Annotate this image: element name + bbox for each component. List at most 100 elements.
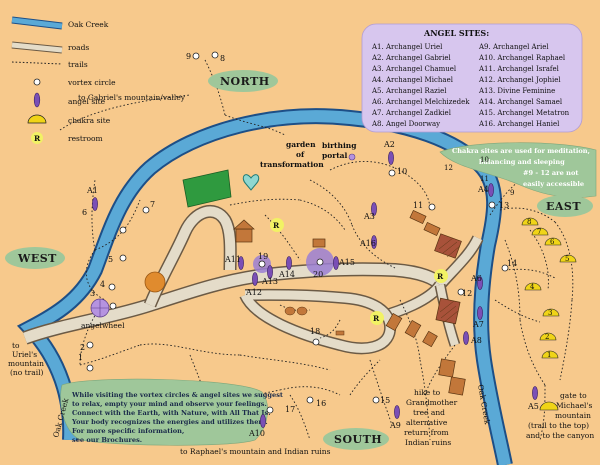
angel-sites-title: ANGEL SITES:	[423, 28, 489, 38]
vortex-1[interactable]	[86, 364, 94, 372]
trails	[59, 59, 581, 441]
angel-site-a16: A16. Archangel Haniel	[478, 120, 560, 128]
vortex-14-label: 14	[507, 259, 517, 268]
chakra-marker-8[interactable]	[521, 217, 539, 226]
angel-site-a2: A2. Archangel Gabriel	[371, 54, 452, 62]
vortex-8-label: 8	[220, 54, 225, 63]
garden-label-line-1: garden	[286, 140, 316, 149]
birthing-portal-icon	[348, 153, 356, 161]
vortex-17[interactable]	[266, 406, 274, 414]
angel-marker-a10[interactable]	[260, 414, 266, 428]
angel-marker-a13[interactable]	[267, 265, 273, 279]
vortex-15[interactable]	[372, 396, 380, 404]
chakra-marker-4[interactable]	[524, 282, 542, 291]
angel-marker-a6[interactable]	[477, 276, 483, 290]
angel-marker-a5[interactable]	[532, 386, 538, 400]
info-note-line-1: While visiting the vortex circles & ange…	[71, 391, 284, 399]
vortex-14[interactable]	[501, 264, 509, 272]
angel-marker-a3[interactable]	[371, 202, 377, 216]
chakra-label-4: 4	[530, 283, 535, 291]
restroom-1-icon	[270, 218, 284, 232]
vortex-10[interactable]	[388, 169, 396, 177]
angel-marker-a7[interactable]	[477, 306, 483, 320]
vortex-4[interactable]	[108, 283, 116, 291]
vortex-4-label: 4	[100, 280, 105, 289]
vortex-2-label: 2	[80, 343, 85, 352]
vortex-5[interactable]	[119, 254, 127, 262]
vortex-16[interactable]	[306, 396, 314, 404]
garden-label-line-2: of	[296, 150, 305, 159]
south-oval	[323, 428, 389, 450]
chakra-marker-3[interactable]	[542, 308, 560, 317]
angel-marker-a14[interactable]	[286, 256, 292, 270]
angel-label-a2: A2	[383, 140, 395, 149]
angel-marker-a11[interactable]	[238, 256, 244, 270]
angel-label-a12: A12	[245, 288, 262, 297]
vortex-18[interactable]	[312, 338, 320, 346]
angel-sites-right-list: A9. Archangel Ariel A10. Archangel Rapha…	[478, 43, 570, 128]
angel-label-a6: A6	[470, 274, 482, 283]
chakra-marker-1[interactable]	[541, 350, 559, 359]
chakra-label-1: 1	[547, 351, 551, 359]
angel-site-a10: A10. Archangel Raphael	[478, 54, 566, 62]
angel-site-a12: A12. Archangel Jophiel	[478, 76, 561, 84]
vortex-6[interactable]	[119, 226, 127, 234]
vortex-13[interactable]	[488, 201, 496, 209]
vortex-19[interactable]	[258, 260, 266, 268]
building-1-roof	[233, 219, 255, 230]
chakra-marker-7[interactable]	[531, 227, 549, 236]
vortex-11[interactable]	[428, 203, 436, 211]
legend-roads-label: roads	[68, 43, 89, 52]
michael-label-line-5: and to the canyon	[526, 431, 594, 440]
angel-label-a1: A1	[86, 186, 98, 195]
angel-marker-a9[interactable]	[394, 405, 400, 419]
west-label: WEST	[17, 252, 57, 265]
vortex-6-label: 6	[82, 208, 87, 217]
building-1	[235, 228, 253, 243]
grandmother-label-line-6: Indian ruins	[405, 438, 451, 447]
vortex-20[interactable]	[316, 258, 324, 266]
legend-restroom-letter: R	[34, 134, 41, 143]
vortex-8[interactable]	[211, 51, 219, 59]
vortex-2[interactable]	[86, 341, 94, 349]
angel-marker-a15[interactable]	[333, 256, 339, 270]
legend-chakra-icon	[27, 114, 47, 124]
angel-marker-a2[interactable]	[388, 151, 394, 165]
legend-angel-icon	[33, 92, 41, 108]
angel-marker-a1[interactable]	[92, 197, 98, 211]
vortex-numbers: 1 2 3 4 5 6 7 8 9 10 11 12 13 14 15 16 1…	[78, 52, 517, 414]
legend-trails-label: trails	[68, 60, 88, 69]
angel-marker-a12[interactable]	[252, 272, 258, 286]
angel-label-a10: A10	[248, 429, 265, 438]
buildings	[233, 209, 466, 396]
angel-label-a11: A11	[224, 255, 241, 264]
legend-restroom-icon	[31, 132, 43, 144]
grandmother-label-line-3: tree and	[413, 408, 445, 417]
legend-angel-label: angel site	[68, 97, 106, 106]
vortex-17-label: 17	[285, 405, 295, 414]
chakra-marker-5[interactable]	[559, 254, 577, 263]
gabriel-mountain-label: to Gabriel's mountain/valley	[78, 93, 186, 102]
chakra-label-2: 2	[545, 333, 549, 341]
chakra-label-8: 8	[527, 218, 531, 226]
vortex-3[interactable]	[109, 302, 117, 310]
birthing-portal-label-line-2: portal	[322, 151, 348, 160]
grandmother-label-line-4: alternative	[406, 418, 448, 427]
angel-marker-a4[interactable]	[488, 183, 494, 197]
angelwheel-label: angelwheel	[81, 321, 125, 330]
legend-trails-swatch	[11, 61, 63, 65]
angel-marker-a16[interactable]	[371, 235, 377, 249]
vortex-9[interactable]	[192, 52, 200, 60]
chakra-marker-6[interactable]	[544, 237, 562, 246]
restroom-2-letter: R	[437, 272, 444, 281]
angel-site-a15: A15. Archangel Metatron	[478, 109, 570, 117]
vortex-3-label: 3	[90, 289, 95, 298]
chakra-marker-2[interactable]	[539, 332, 557, 341]
angel-site-a3: A3. Archangel Chamuel	[371, 65, 457, 73]
angel-marker-a8[interactable]	[463, 331, 469, 345]
michael-label-line-4: (trail to the top)	[528, 421, 589, 430]
building-hatched-1	[434, 233, 462, 259]
vortex-7[interactable]	[142, 206, 150, 214]
restroom-2-icon	[434, 269, 448, 283]
vortex-12[interactable]	[457, 288, 465, 296]
